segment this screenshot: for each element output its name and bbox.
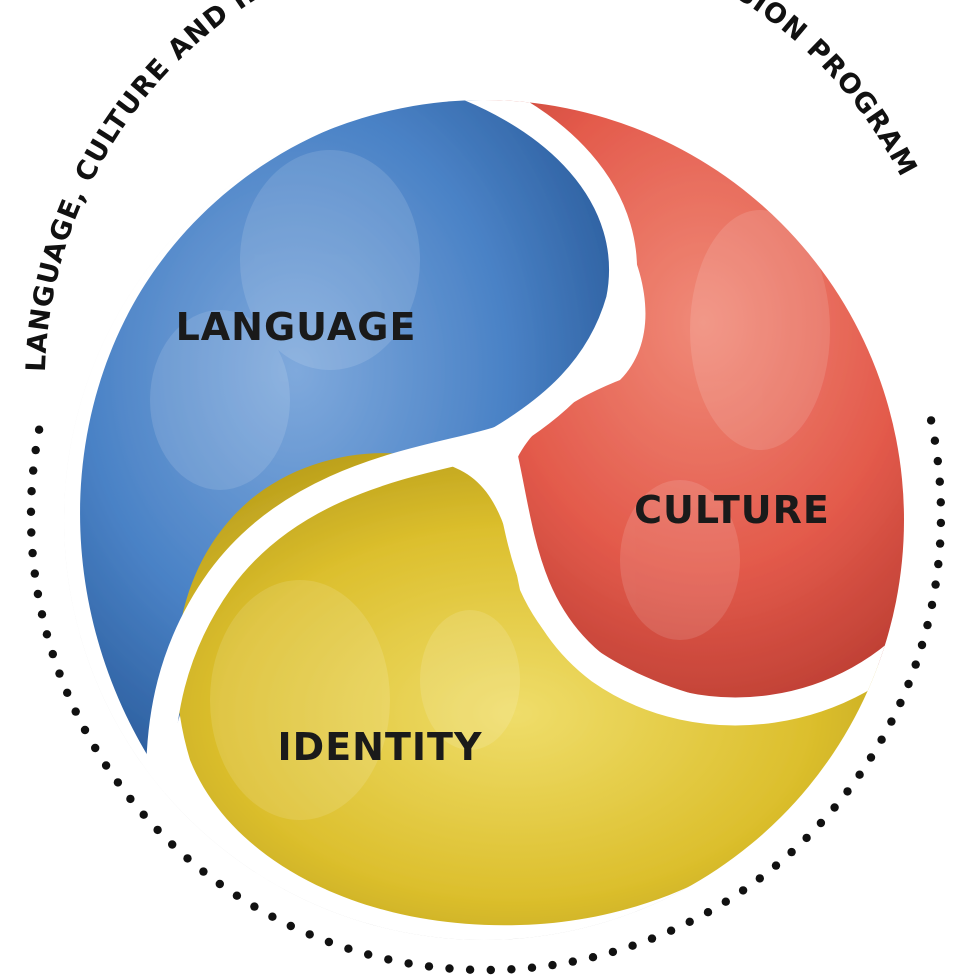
ring-dot <box>286 921 295 931</box>
label-culture: CULTURE <box>634 488 830 532</box>
ring-dot <box>80 725 90 735</box>
ring-dot <box>139 810 148 819</box>
ring-dot <box>934 559 943 569</box>
ring-dot <box>232 891 242 900</box>
ring-dot <box>568 957 577 966</box>
ring-dot <box>527 963 537 972</box>
ring-dot <box>91 743 100 753</box>
segment-identity <box>176 453 904 926</box>
ring-dot <box>721 897 730 906</box>
ring-dot <box>101 761 111 770</box>
ring-dot <box>27 528 36 537</box>
ring-dot <box>168 840 177 849</box>
ring-dot <box>933 456 942 466</box>
ring-dot <box>917 640 927 650</box>
ring-dot <box>855 770 864 779</box>
ring-dot <box>384 955 393 964</box>
ring-dot <box>404 959 413 968</box>
ring-dot <box>787 847 796 857</box>
ring-dot <box>364 950 373 959</box>
ring-dot <box>126 794 135 804</box>
ring-dot <box>930 436 940 445</box>
label-identity: IDENTITY <box>278 725 483 769</box>
ring-dot <box>183 854 192 863</box>
photo-texture <box>150 150 830 820</box>
ring-dot <box>28 548 37 558</box>
ring-dot <box>896 698 905 708</box>
ring-dot <box>931 580 940 589</box>
ring-dot <box>628 941 637 950</box>
ring-dot <box>71 707 80 716</box>
ring-dot <box>927 600 937 610</box>
ring-dot <box>424 962 434 971</box>
ring-dot <box>215 879 224 889</box>
ring-dot <box>153 825 162 835</box>
ring-dot <box>507 965 516 974</box>
ring-dot <box>935 539 945 548</box>
ring-dot <box>935 477 944 486</box>
ring-dot <box>37 610 47 619</box>
ring-dot <box>866 753 876 762</box>
dotted-ring <box>26 416 946 975</box>
ring-dot <box>465 965 475 974</box>
ring-dot <box>771 861 781 870</box>
ring-dot <box>31 445 40 455</box>
ring-dot <box>816 818 826 828</box>
ring-dot <box>887 717 896 726</box>
ring-dot <box>843 787 852 796</box>
ring-dot <box>27 487 36 496</box>
ring-dot <box>29 466 38 475</box>
ring-dot <box>703 908 713 917</box>
ring-dot <box>904 679 913 689</box>
ring-dot <box>923 620 932 630</box>
ring-dot <box>936 498 945 507</box>
ring-dot <box>42 630 52 639</box>
ring-dot <box>666 926 676 935</box>
segment-dividers <box>146 100 904 794</box>
ring-dot <box>48 649 57 659</box>
ring-dot <box>113 778 123 787</box>
ring-dot <box>877 735 886 744</box>
ring-dot <box>486 965 495 975</box>
ring-dot <box>588 953 598 962</box>
ring-dot <box>738 886 748 895</box>
ring-dot <box>647 934 657 943</box>
ring-dot <box>62 688 72 697</box>
ring-dot <box>324 937 334 947</box>
ring-dot <box>911 660 920 669</box>
ring-dot <box>445 964 454 973</box>
ring-dot <box>26 507 36 516</box>
ring-dot <box>830 803 839 812</box>
label-language: LANGUAGE <box>176 305 417 349</box>
ring-dot <box>685 917 694 926</box>
ring-dot <box>305 930 314 939</box>
ring-dot <box>250 902 259 911</box>
ring-dot <box>608 947 618 957</box>
ring-dot <box>55 669 64 678</box>
ring-dot <box>34 425 44 434</box>
ring-dot <box>268 912 277 921</box>
ring-dot <box>548 960 557 970</box>
ring-dot <box>33 589 43 599</box>
ring-dot <box>344 944 353 953</box>
ring-dot <box>199 867 208 876</box>
ring-dot <box>30 569 39 578</box>
ring-dot <box>926 416 936 425</box>
ring-dot <box>936 518 946 528</box>
ring-dot <box>755 874 764 883</box>
ring-dot <box>802 833 811 843</box>
